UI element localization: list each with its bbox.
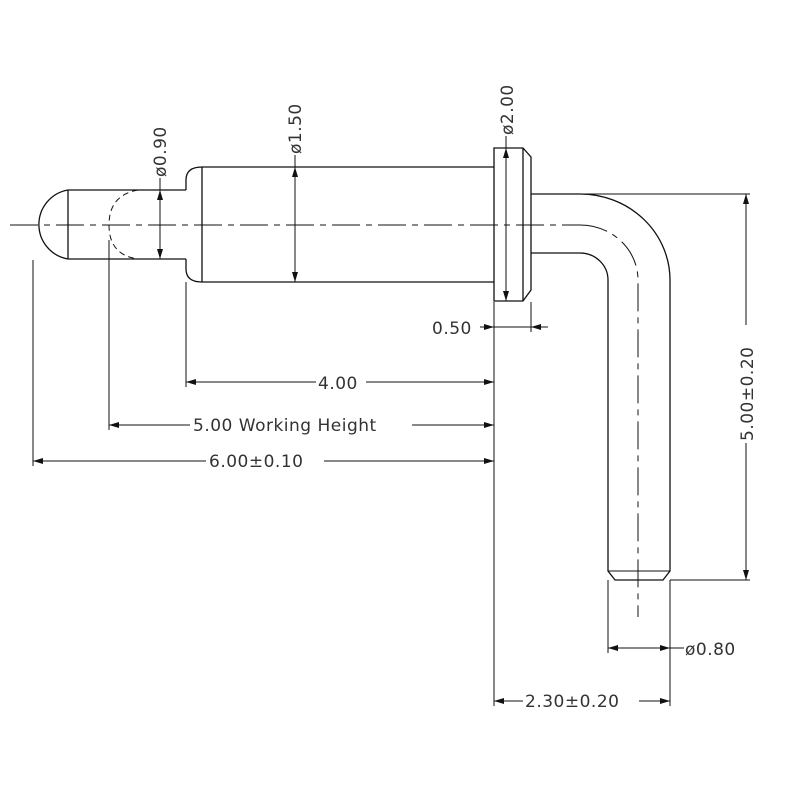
tail-height-label: 5.00±0.20 [738,347,758,441]
flange-diameter-label: ø2.00 [498,84,518,135]
bent-tail [531,193,671,617]
barrel-length-label: 4.00 [318,374,358,394]
barrel-diameter-label: ø1.50 [286,103,306,154]
flange [493,147,532,302]
barrel [185,166,494,283]
plunger-tip [38,189,186,260]
working-height-label: 5.00 Working Height [193,416,377,436]
tail-offset-label: 2.30±0.20 [525,692,619,712]
extension-lines [32,193,750,706]
total-length-label: 6.00±0.10 [209,452,303,472]
tail-diameter-label: ø0.80 [685,640,736,660]
flange-thickness-label: 0.50 [432,319,472,339]
tip-diameter-label: ø0.90 [151,126,171,177]
